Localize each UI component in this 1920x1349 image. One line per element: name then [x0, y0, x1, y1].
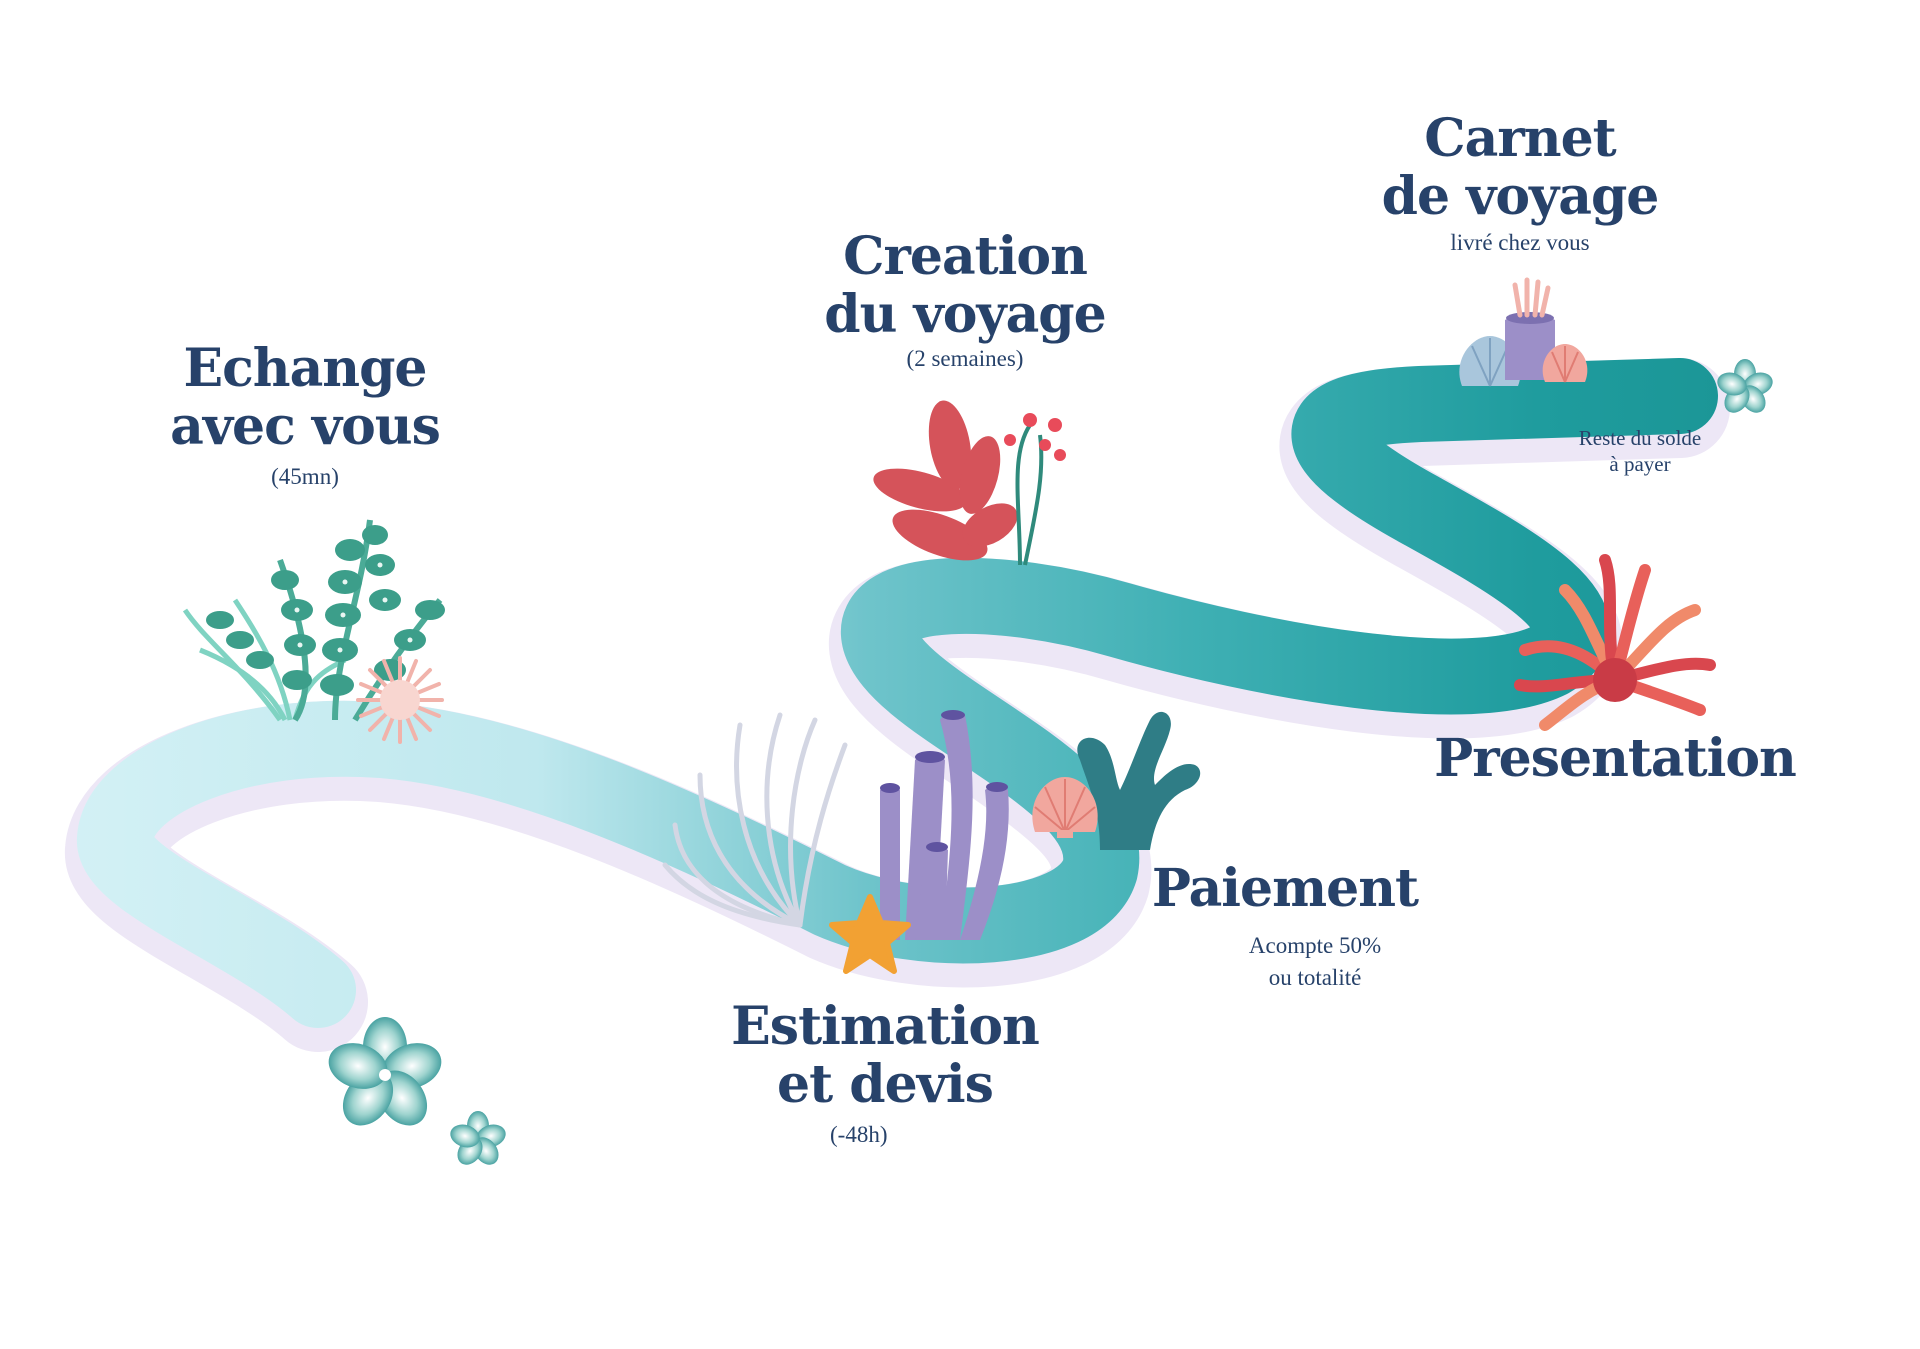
step-title: Estimation et devis — [731, 996, 1040, 1115]
winding-path — [65, 358, 1730, 1052]
flower-icon — [450, 1111, 506, 1165]
step-note: Reste du solde à payer — [1578, 426, 1702, 476]
step-creation: Creation du voyage (2 semaines) — [800, 228, 1130, 372]
shell-icon — [1542, 344, 1588, 383]
purple-tube-coral-icon — [880, 710, 1009, 940]
step-note: (2 semaines) — [906, 346, 1024, 371]
step-title: Creation du voyage — [824, 226, 1107, 345]
step-note: (-48h) — [830, 1122, 888, 1147]
anemone-icon — [1514, 554, 1716, 731]
red-leaf-coral-icon — [873, 400, 1066, 566]
purple-tube-coral-icon — [1505, 277, 1555, 380]
white-fan-coral-icon — [662, 712, 848, 928]
step-presentation: Presentation — [1425, 730, 1805, 788]
step-title: Echange avec vous — [170, 338, 441, 457]
step-title: Paiement — [1151, 858, 1419, 919]
step-title: Presentation — [1434, 728, 1797, 789]
step-note: (45mn) — [271, 464, 339, 489]
step-note: Acompte 50% ou totalité — [1248, 933, 1382, 990]
step-note: livré chez vous — [1450, 230, 1590, 255]
step-echange: Echange avec vous (45mn) — [160, 340, 450, 490]
step-paiement: Paiement Acompte 50% ou totalité — [1150, 860, 1420, 994]
step-title: Carnet de voyage — [1381, 108, 1660, 227]
seaweed-icon — [182, 519, 445, 722]
starfish-icon — [829, 894, 911, 974]
step-estimation: Estimation et devis (-48h) — [720, 998, 1050, 1148]
step-carnet: Carnet de voyage livré chez vous — [1380, 110, 1660, 256]
step-presentation-note: Reste du solde à payer — [1540, 425, 1740, 477]
flower-icon — [1717, 359, 1773, 413]
flower-icon — [328, 1017, 442, 1126]
shell-icon — [1032, 777, 1098, 838]
sea-urchin-icon — [356, 656, 444, 744]
teal-coral-icon — [1077, 711, 1201, 850]
